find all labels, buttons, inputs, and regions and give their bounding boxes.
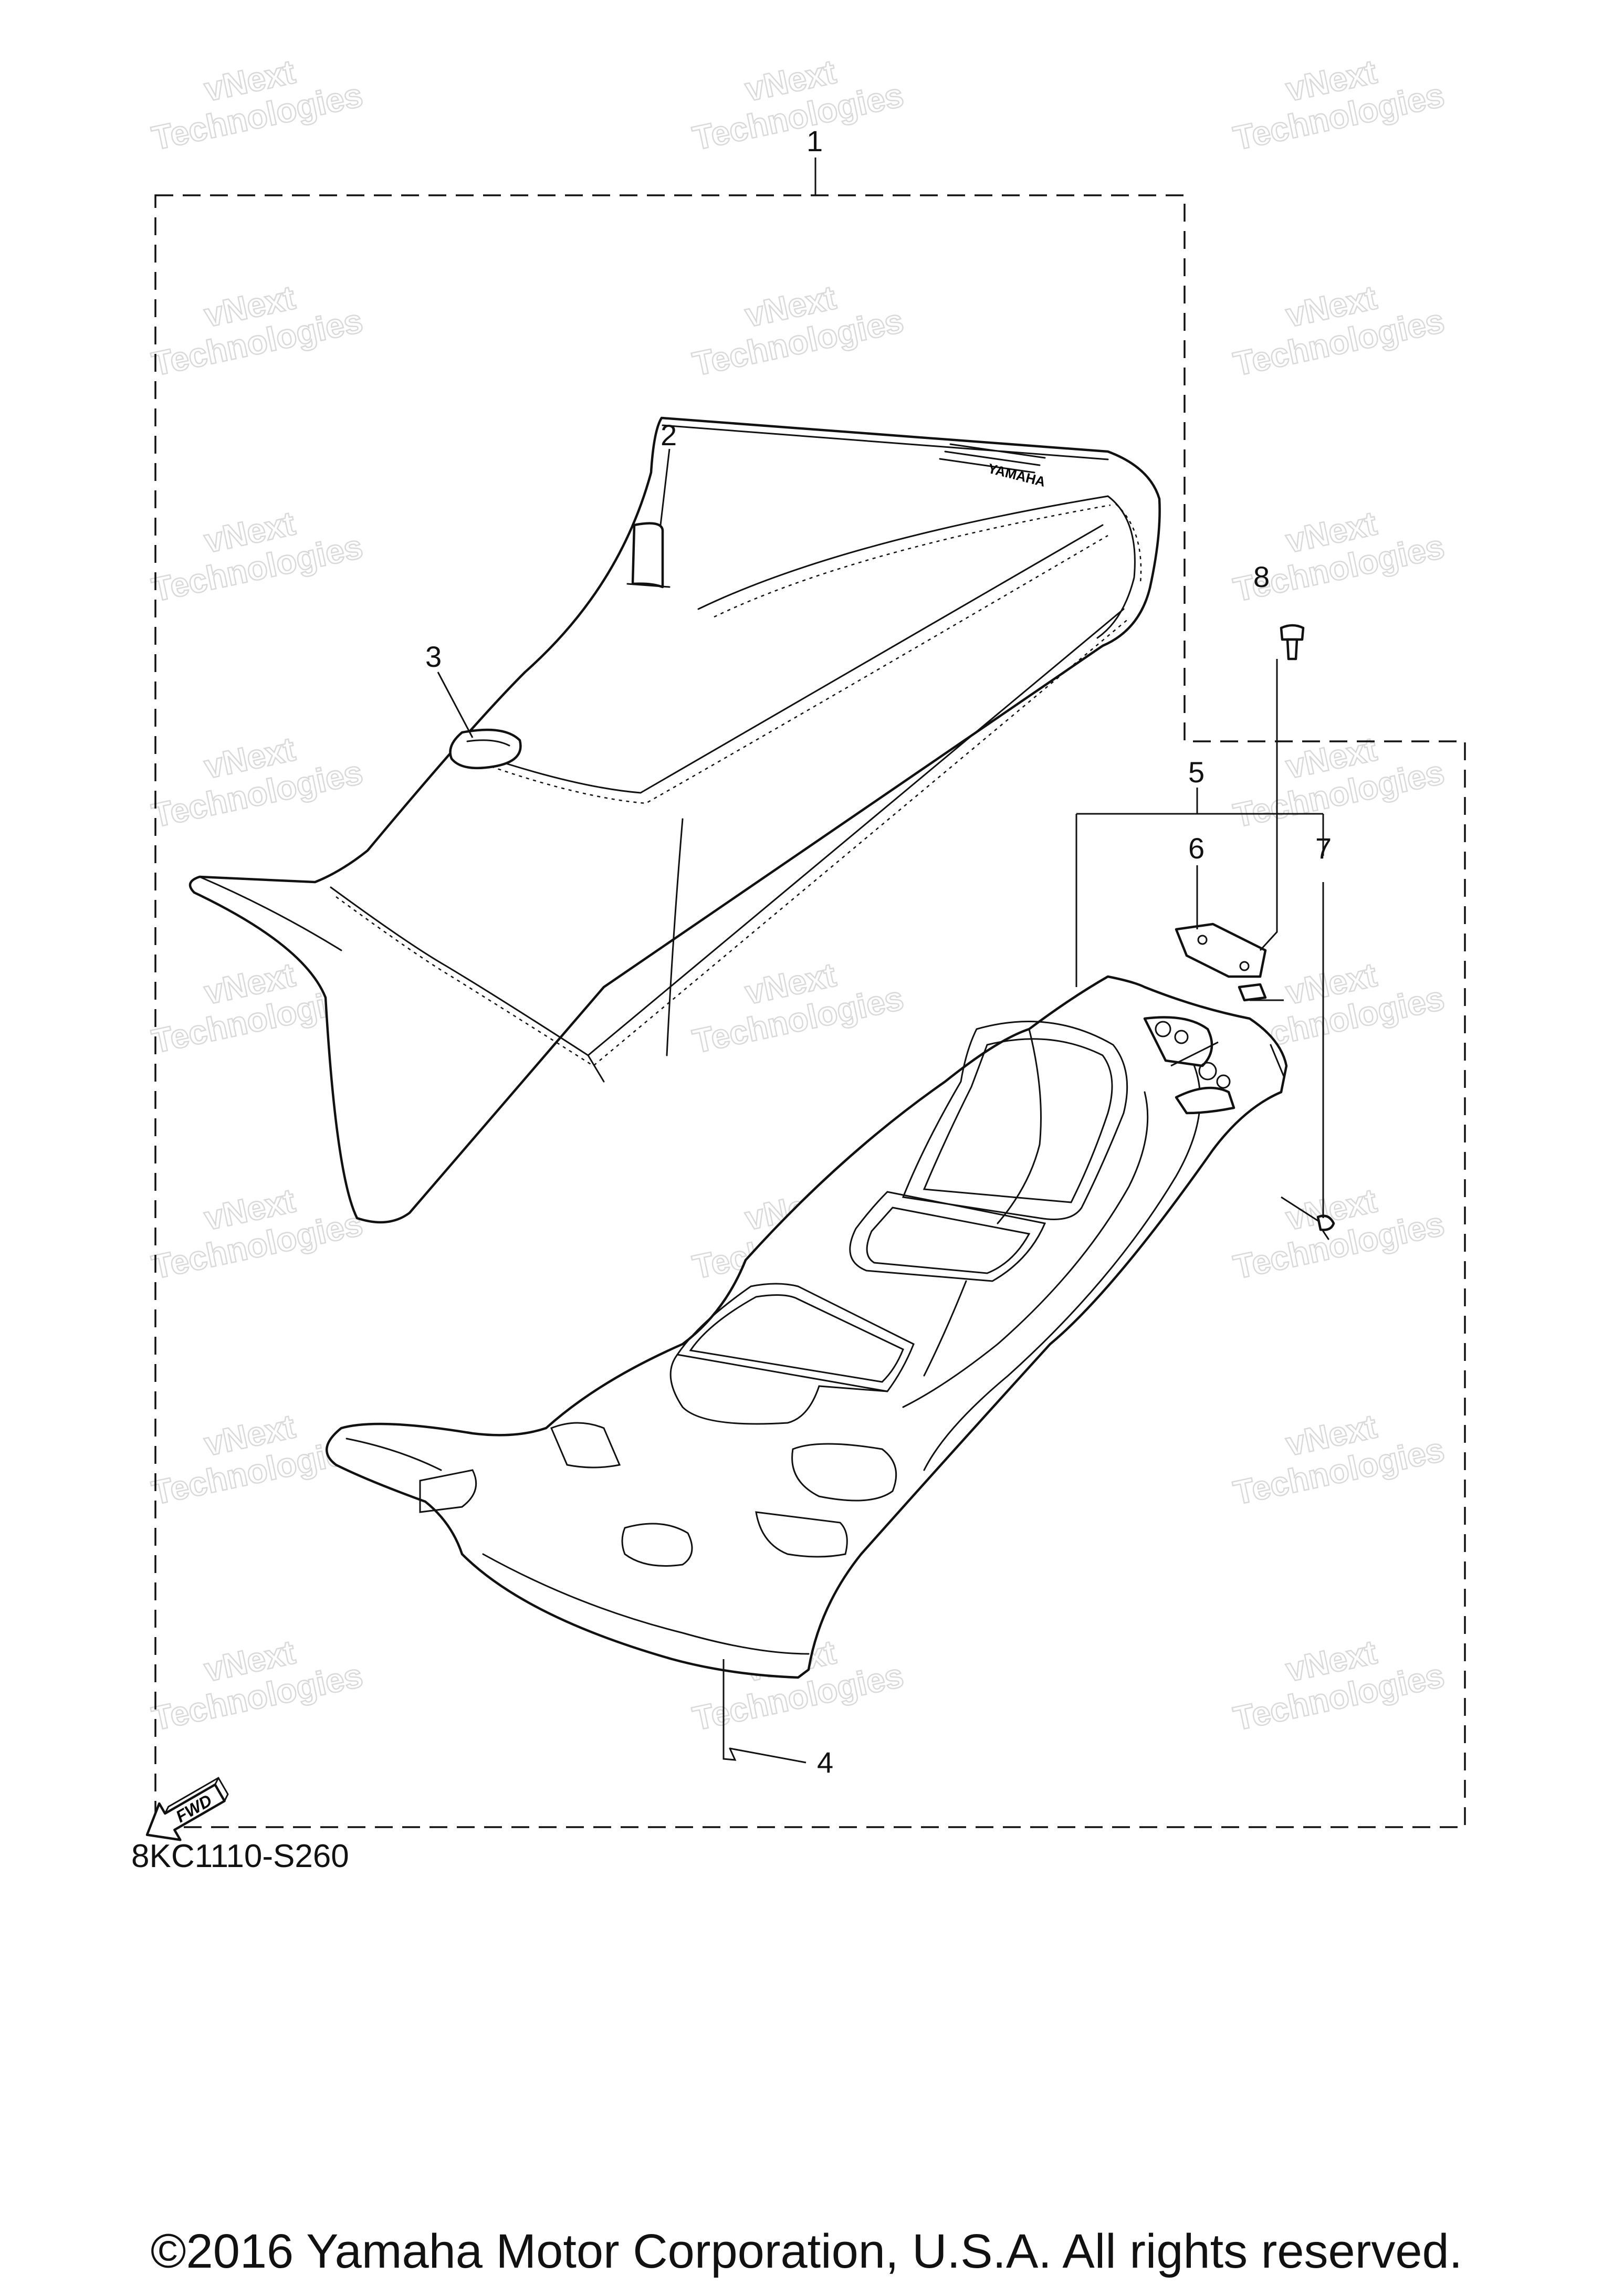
callout-1: 1 bbox=[806, 124, 823, 158]
callout-6: 6 bbox=[1188, 832, 1204, 865]
leader-3 bbox=[437, 672, 474, 738]
leader-8 bbox=[1259, 659, 1278, 951]
callout-4: 4 bbox=[817, 1746, 833, 1779]
seat-cushion: YAMAHA bbox=[188, 416, 1161, 1224]
bracket bbox=[1175, 922, 1267, 1002]
leader-2 bbox=[659, 448, 671, 526]
seat-base bbox=[326, 975, 1288, 1679]
leader-5 bbox=[1075, 788, 1323, 987]
leader-base bbox=[1170, 1041, 1318, 1222]
callout-7: 7 bbox=[1315, 832, 1332, 865]
screw bbox=[1280, 624, 1305, 661]
callout-8: 8 bbox=[1253, 560, 1270, 593]
callout-3: 3 bbox=[425, 640, 442, 673]
seat-opening bbox=[449, 728, 522, 770]
seat-strap bbox=[626, 522, 671, 589]
callout-5: 5 bbox=[1188, 756, 1204, 789]
leader-4 bbox=[722, 1659, 806, 1764]
callout-2: 2 bbox=[661, 418, 677, 452]
diagram-code: 8KC1110-S260 bbox=[131, 1838, 349, 1874]
hook-clip bbox=[722, 1742, 737, 1761]
copyright-notice: ©2016 Yamaha Motor Corporation, U.S.A. A… bbox=[150, 2225, 1463, 2278]
